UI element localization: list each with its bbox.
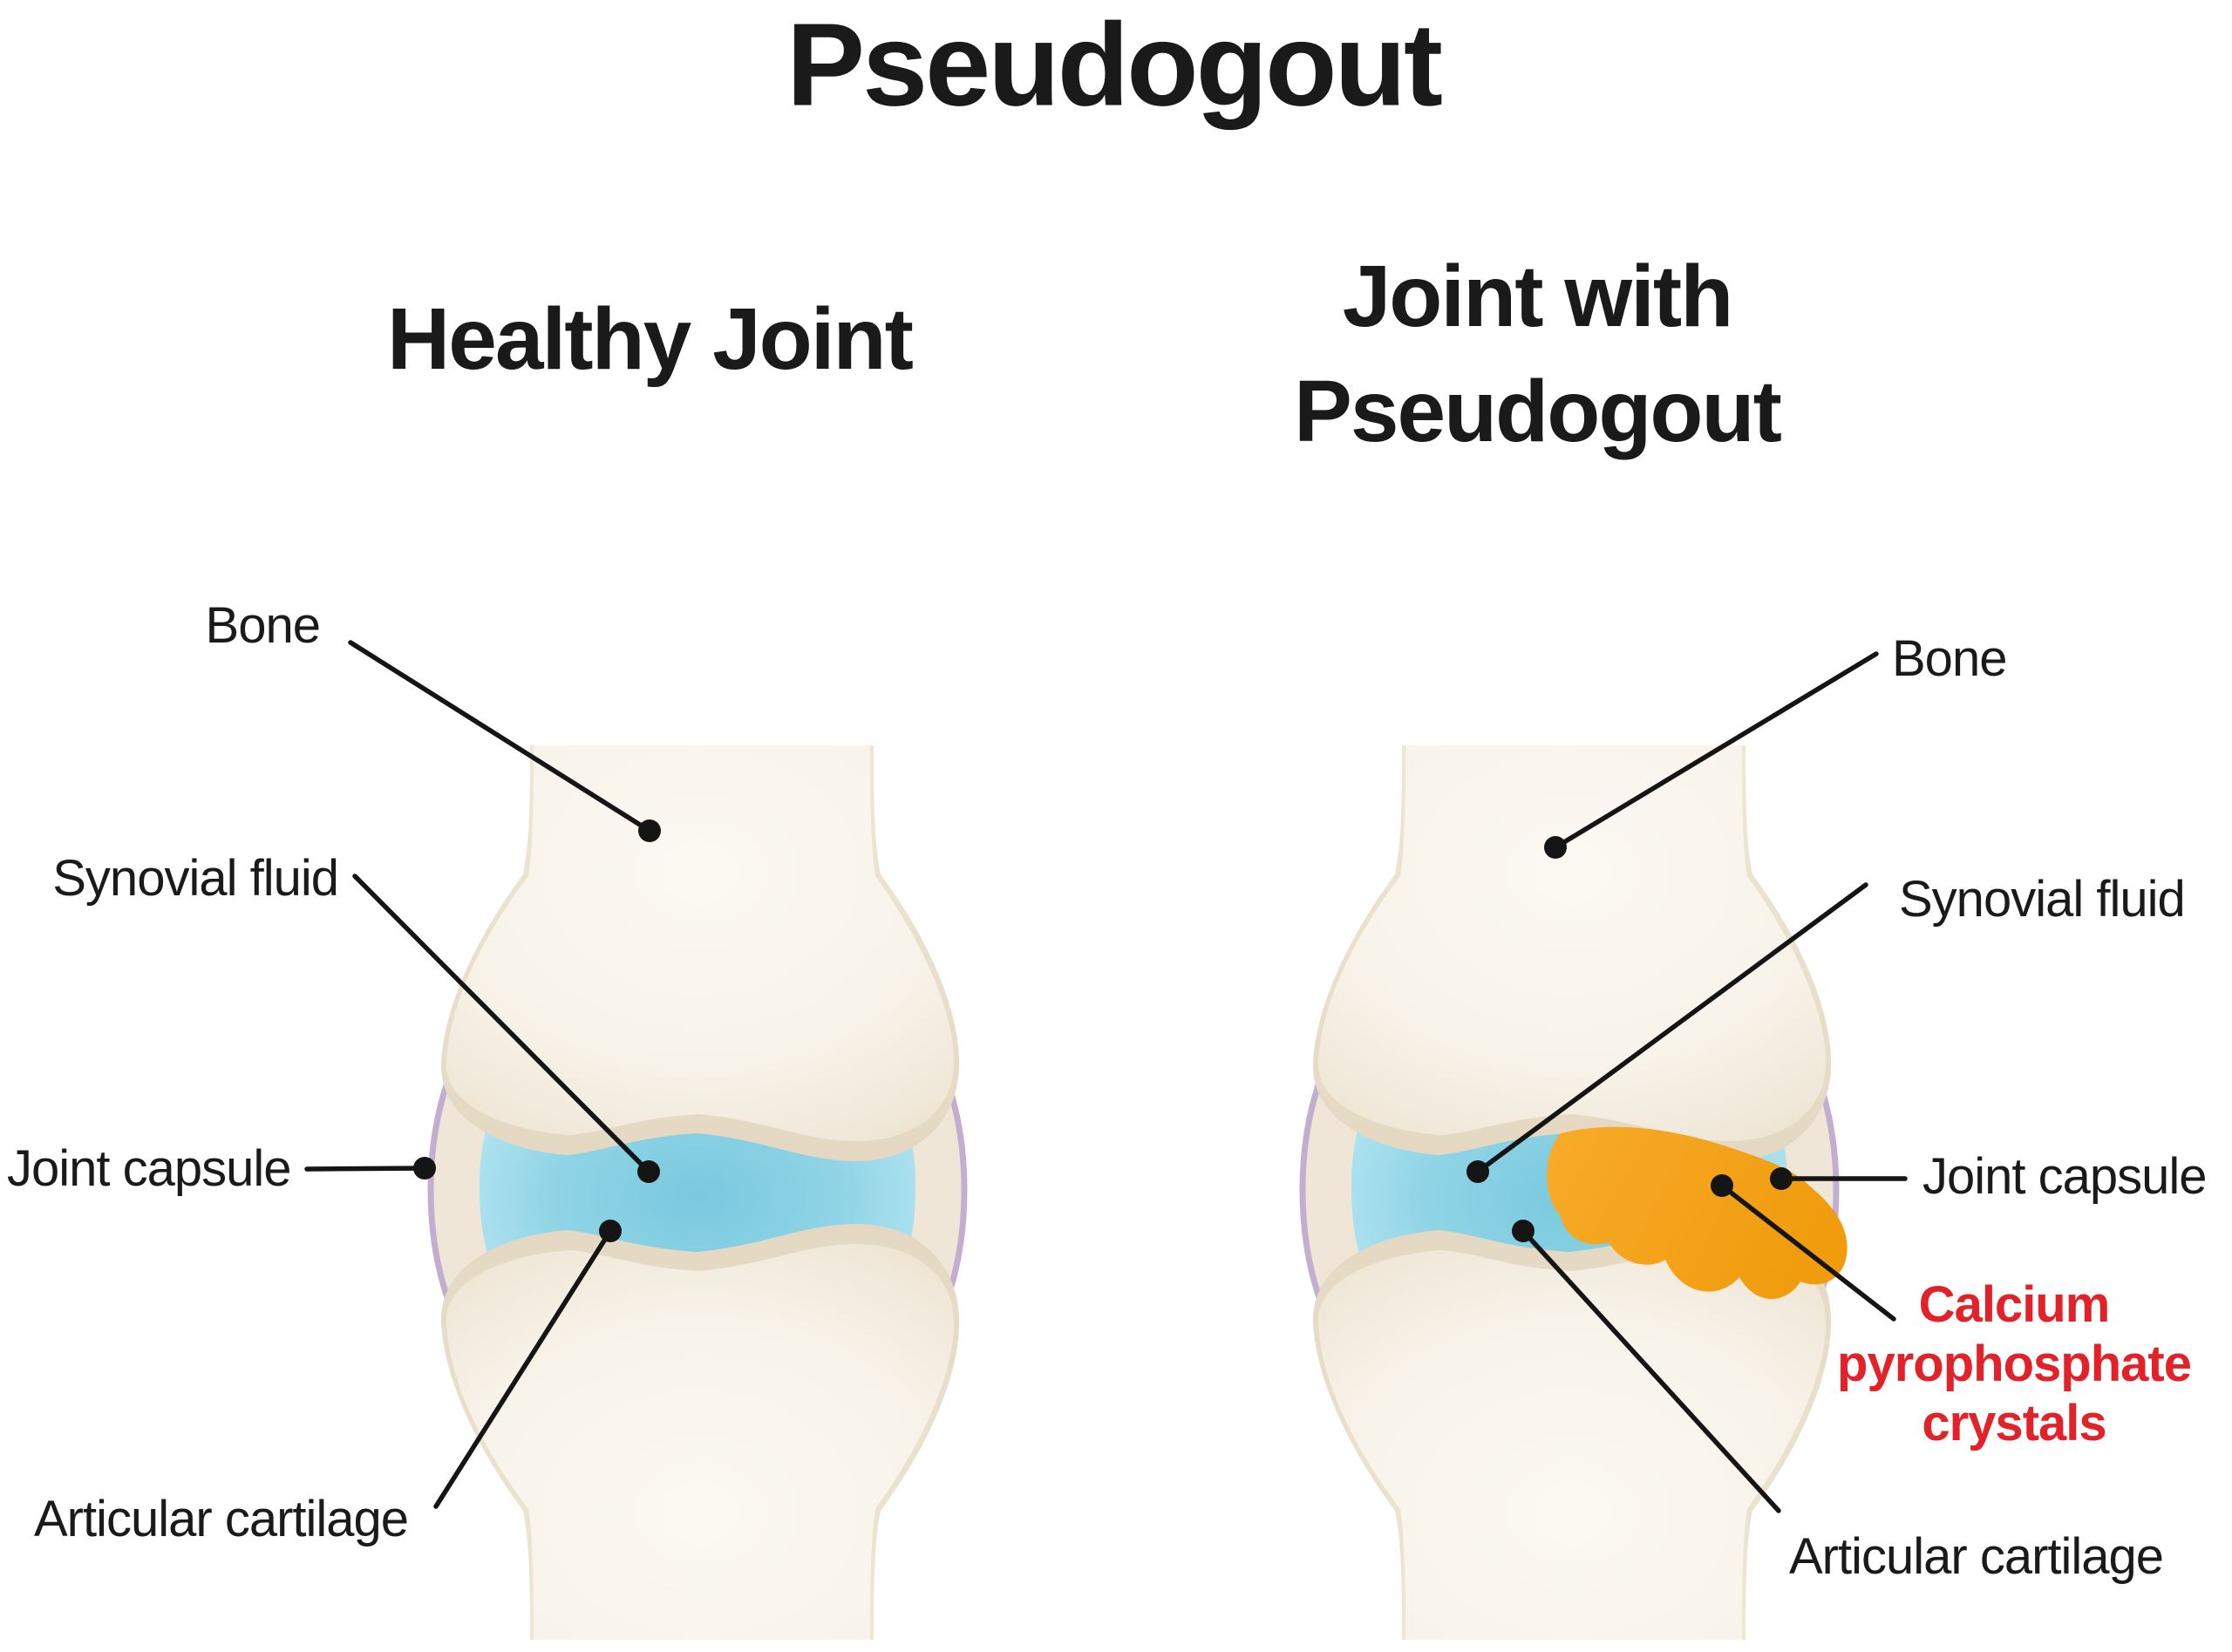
leader-lines — [304, 640, 1908, 1513]
joint-capsule-label-left: Joint capsule — [7, 1140, 292, 1197]
pseudogout-joint-heading: Joint with Pseudogout — [1294, 248, 1782, 460]
articular-cartilage-label-right: Articular cartilage — [1789, 1528, 2164, 1585]
capsule-right-leader-dot — [1770, 1167, 1793, 1190]
synovial-left-leader-line — [352, 874, 651, 1174]
bone-left-leader-line — [348, 640, 652, 833]
bone-label-left: Bone — [205, 597, 321, 654]
crystals-right-leader-dot — [1711, 1174, 1733, 1197]
bone-right-leader-dot — [1544, 836, 1567, 859]
bone-right-leader-line — [1553, 651, 1879, 850]
articular-left-leader-line — [433, 1228, 613, 1509]
synovial-fluid-label-right: Synovial fluid — [1899, 871, 2186, 928]
leader-dots — [413, 819, 1793, 1242]
synovial-right-leader-line — [1475, 882, 1868, 1174]
calcium-pyrophosphate-crystals-label: Calcium pyrophosphate crystals — [1837, 1276, 2192, 1451]
capsule-left-leader-line — [304, 1166, 427, 1172]
articular-cartilage-label-left: Articular cartilage — [34, 1491, 409, 1547]
page-title: Pseudogout — [786, 0, 1443, 131]
synovial-fluid-label-left: Synovial fluid — [52, 850, 339, 907]
healthy-joint-heading: Healthy Joint — [387, 290, 914, 388]
capsule-left-leader-dot — [413, 1157, 436, 1180]
joint-capsule-label-right: Joint capsule — [1922, 1148, 2208, 1205]
healthy-joint-figure — [431, 745, 964, 1640]
synovial-left-leader-dot — [637, 1160, 660, 1183]
synovial-right-leader-dot — [1466, 1160, 1489, 1183]
crystals-right-leader-line — [1719, 1183, 1896, 1322]
bone-left-leader-dot — [638, 819, 661, 842]
crystal-deposit-shape — [1547, 1126, 1848, 1299]
bone-label-right: Bone — [1892, 630, 2007, 687]
articular-right-leader-line — [1521, 1228, 1781, 1513]
articular-left-leader-dot — [599, 1220, 622, 1242]
pseudogout-joint-figure — [1303, 745, 1848, 1640]
articular-right-leader-dot — [1512, 1220, 1534, 1242]
